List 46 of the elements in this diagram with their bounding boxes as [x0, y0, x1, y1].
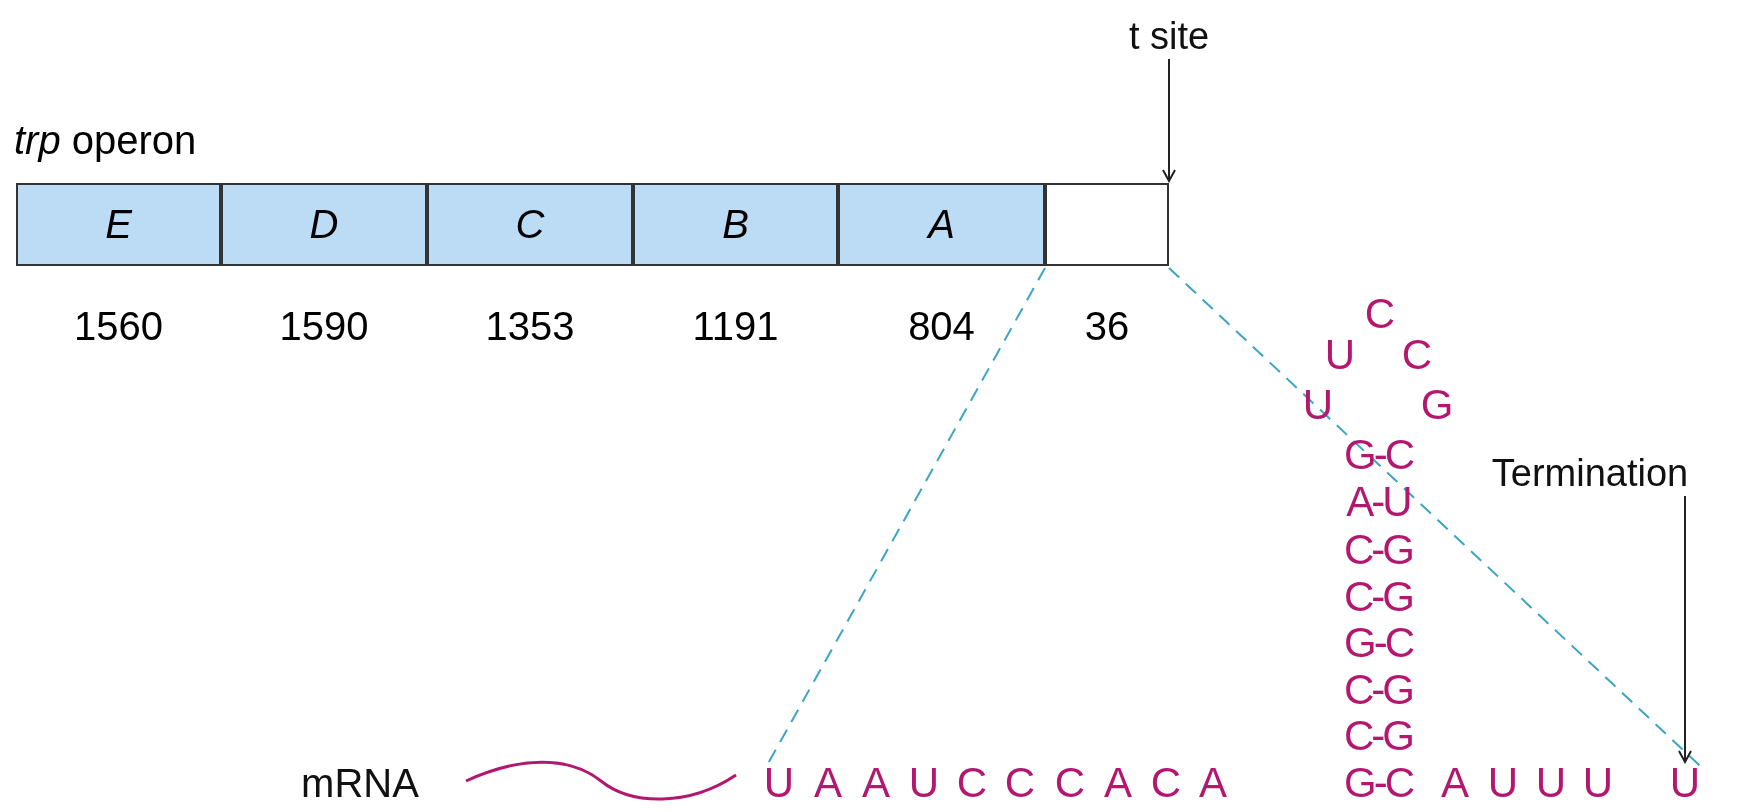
operon-label: trp operon — [14, 118, 197, 163]
nucleotide-letter: C — [956, 762, 988, 804]
nucleotide-letter: C — [1401, 334, 1433, 376]
gene-segment: E — [16, 183, 221, 266]
nucleotide-letter: G — [1420, 384, 1454, 426]
nucleotide-letter: A — [1441, 762, 1469, 804]
nucleotide-letter: U — [1669, 762, 1701, 804]
base-pair: C-G — [1344, 669, 1412, 711]
nucleotide-letter: A — [1104, 762, 1132, 804]
nucleotide-letter: U — [1324, 334, 1356, 376]
gene-segment: B — [633, 183, 838, 266]
site-label: t site — [1128, 17, 1210, 55]
nucleotide-letter: A — [862, 762, 890, 804]
length-label: 804 — [908, 306, 975, 346]
arrow — [1678, 495, 1692, 763]
nucleotide-letter: C — [1364, 293, 1396, 335]
base-pair: C-G — [1344, 576, 1412, 618]
arrow — [1162, 58, 1176, 182]
base-pair: G-C — [1344, 762, 1412, 804]
nucleotide-letter: A — [814, 762, 842, 804]
nucleotide-letter: U — [1582, 762, 1614, 804]
nucleotide-letter: U — [1535, 762, 1567, 804]
gene-segment: A — [838, 183, 1045, 266]
nucleotide-letter: C — [1054, 762, 1086, 804]
dashed-line — [766, 267, 1046, 765]
base-pair: G-C — [1344, 622, 1412, 664]
nucleotide-letter: A — [1199, 762, 1227, 804]
gene-segment: D — [221, 183, 427, 266]
nucleotide-letter: U — [1487, 762, 1519, 804]
base-pair: A-U — [1346, 481, 1410, 523]
length-label: 1560 — [74, 306, 163, 346]
base-pair: C-G — [1344, 715, 1412, 757]
dashed-line — [1168, 267, 1702, 767]
length-label: 1191 — [692, 306, 779, 346]
nucleotide-letter: U — [763, 762, 795, 804]
nucleotide-letter: C — [1150, 762, 1182, 804]
base-pair: G-C — [1344, 434, 1412, 476]
gene-segment: C — [427, 183, 633, 266]
nucleotide-letter: U — [908, 762, 940, 804]
molecule-label: mRNA — [301, 763, 419, 803]
length-label: 1590 — [279, 306, 369, 346]
nucleotide-letter: C — [1004, 762, 1036, 804]
length-label: 1353 — [485, 306, 575, 346]
base-pair: C-G — [1344, 529, 1412, 571]
termination-label: Termination — [1491, 454, 1689, 492]
length-label: 36 — [1084, 306, 1130, 346]
